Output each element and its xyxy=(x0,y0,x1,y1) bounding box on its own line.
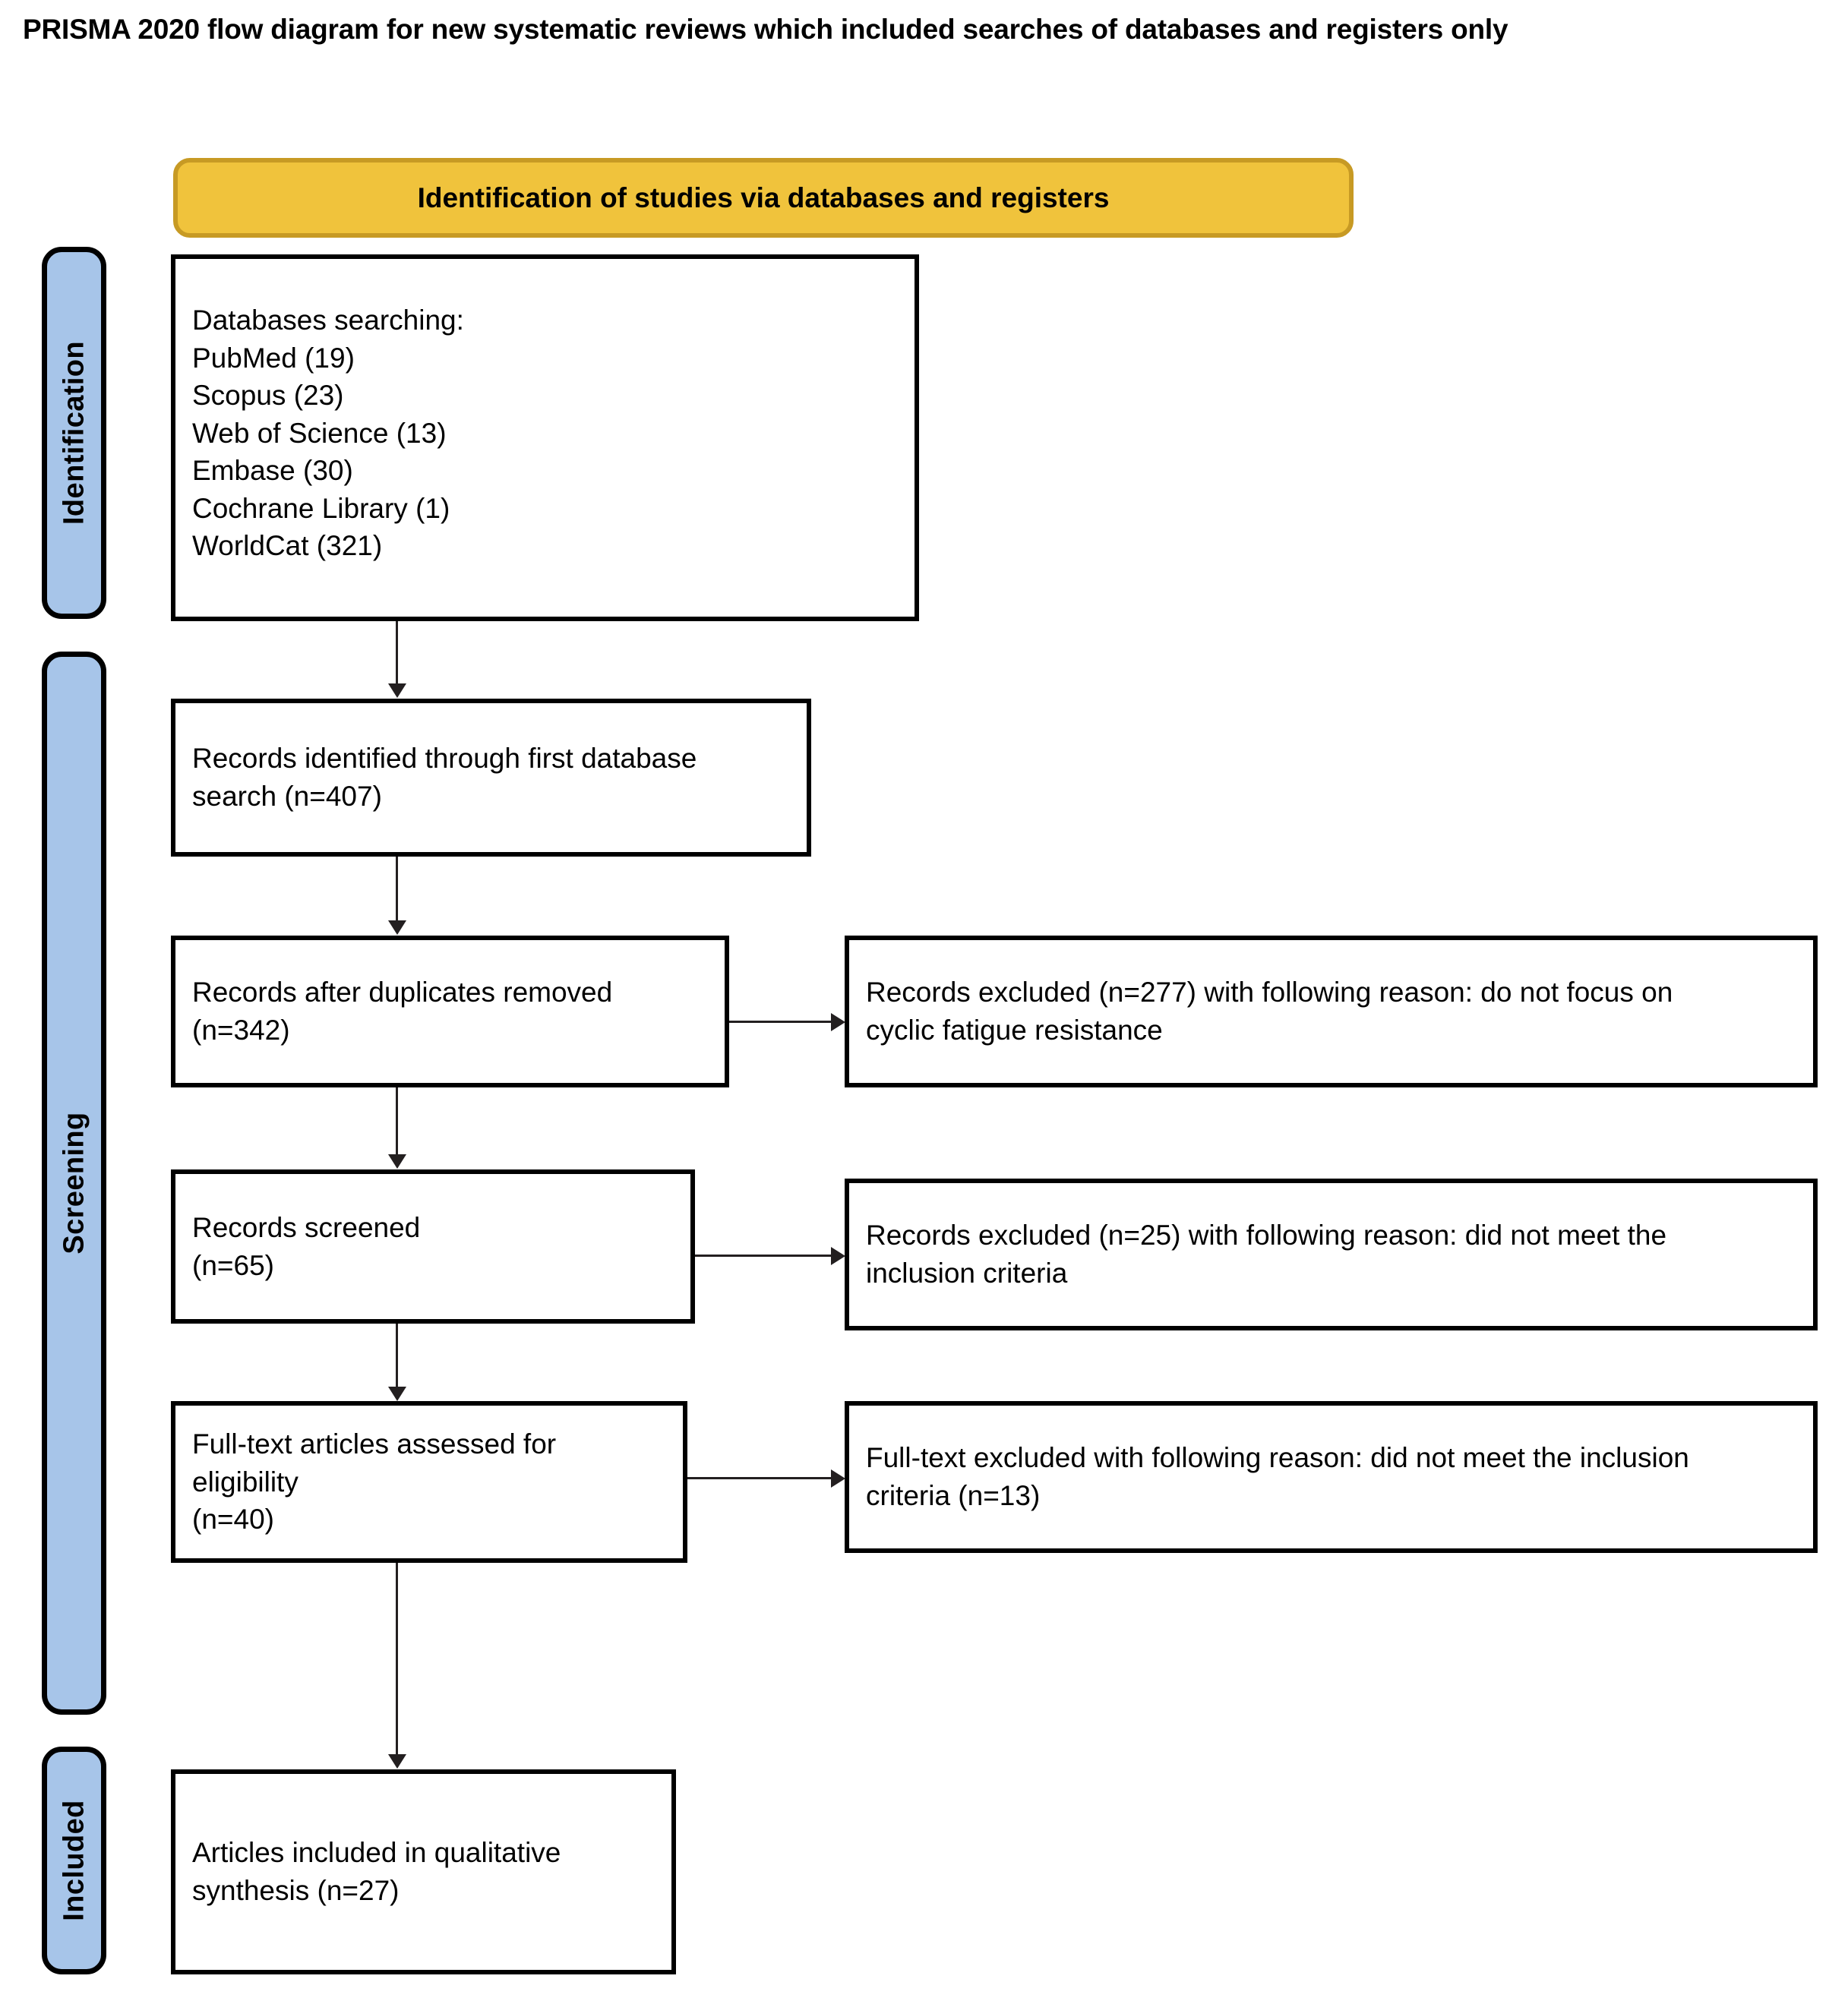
box-records-screened: Records screened (n=65) xyxy=(171,1169,695,1324)
connector-databases-to-identified xyxy=(396,621,398,686)
phase-rail-included-label: Included xyxy=(58,1800,90,1921)
box-records-screened-text: Records screened (n=65) xyxy=(192,1211,421,1281)
connector-fulltext-to-excluded xyxy=(687,1477,836,1479)
box-records-excluded-duplicates-text: Records excluded (n=277) with following … xyxy=(866,977,1673,1046)
connector-screened-to-excluded xyxy=(695,1255,836,1257)
identification-banner: Identification of studies via databases … xyxy=(173,158,1354,238)
connector-screened-to-fulltext-arrow xyxy=(388,1387,406,1401)
connector-duplicates-to-excluded xyxy=(729,1021,836,1023)
connector-fulltext-to-included xyxy=(396,1563,398,1756)
box-records-identified-text: Records identified through first databas… xyxy=(192,743,697,812)
box-articles-included: Articles included in qualitative synthes… xyxy=(171,1769,676,1974)
phase-rail-screening-label: Screening xyxy=(58,1112,90,1255)
connector-databases-to-identified-arrow xyxy=(388,683,406,698)
phase-rail-included: Included xyxy=(42,1747,106,1974)
box-fulltext-excluded: Full-text excluded with following reason… xyxy=(845,1401,1818,1553)
connector-fulltext-to-excluded-arrow xyxy=(831,1469,845,1488)
box-records-excluded-duplicates: Records excluded (n=277) with following … xyxy=(845,936,1818,1087)
identification-banner-label: Identification of studies via databases … xyxy=(417,181,1110,213)
box-records-excluded-screened: Records excluded (n=25) with following r… xyxy=(845,1179,1818,1330)
connector-identified-to-duplicates-arrow xyxy=(388,920,406,935)
box-databases-searching-text: Databases searching: PubMed (19) Scopus … xyxy=(192,305,464,562)
box-records-after-duplicates-text: Records after duplicates removed (n=342) xyxy=(192,977,613,1046)
connector-screened-to-excluded-arrow xyxy=(831,1247,845,1265)
box-fulltext-assessed: Full-text articles assessed for eligibil… xyxy=(171,1401,687,1563)
connector-duplicates-to-screened-arrow xyxy=(388,1154,406,1169)
connector-screened-to-fulltext xyxy=(396,1324,398,1388)
connector-fulltext-to-included-arrow xyxy=(388,1754,406,1769)
box-databases-searching: Databases searching: PubMed (19) Scopus … xyxy=(171,254,919,621)
connector-duplicates-to-excluded-arrow xyxy=(831,1013,845,1031)
box-fulltext-excluded-text: Full-text excluded with following reason… xyxy=(866,1442,1689,1511)
connector-duplicates-to-screened xyxy=(396,1087,398,1156)
phase-rail-identification: Identification xyxy=(42,247,106,619)
connector-identified-to-duplicates xyxy=(396,857,398,921)
page-title: PRISMA 2020 flow diagram for new systema… xyxy=(23,14,1508,45)
box-records-excluded-screened-text: Records excluded (n=25) with following r… xyxy=(866,1220,1667,1289)
box-records-after-duplicates: Records after duplicates removed (n=342) xyxy=(171,936,729,1087)
box-records-identified: Records identified through first databas… xyxy=(171,699,811,857)
phase-rail-identification-label: Identification xyxy=(58,340,90,525)
box-articles-included-text: Articles included in qualitative synthes… xyxy=(192,1837,561,1906)
phase-rail-screening: Screening xyxy=(42,652,106,1715)
box-fulltext-assessed-text: Full-text articles assessed for eligibil… xyxy=(192,1428,557,1535)
